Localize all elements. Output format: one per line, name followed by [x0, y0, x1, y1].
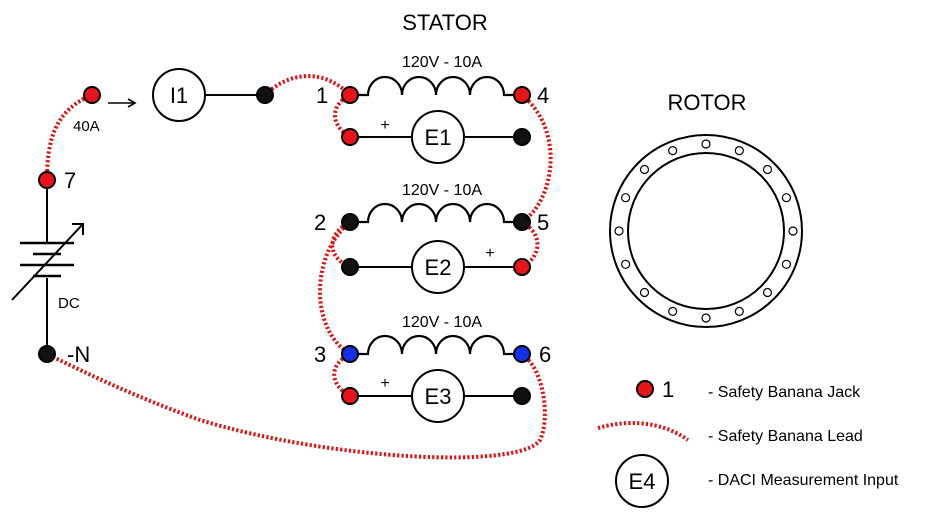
terminal-1-label: 1 — [316, 83, 328, 108]
current-rating: 40A — [73, 118, 100, 135]
jack-e3-minus[interactable] — [513, 387, 531, 405]
lead-2-to-3[interactable] — [318, 220, 352, 356]
terminal-3-label: 3 — [314, 342, 326, 367]
jack-6[interactable] — [513, 345, 531, 363]
jack-7[interactable] — [38, 171, 56, 189]
rotor-bolt — [620, 193, 631, 203]
stator-title: STATOR — [402, 10, 488, 35]
rotor-bolt — [614, 226, 624, 236]
rotor-bolt — [668, 146, 678, 156]
legend-jack-number: 1 — [662, 377, 674, 402]
meter-e1-label: E1 — [425, 125, 452, 150]
lead-7-to-40a[interactable] — [45, 93, 93, 181]
jack-40a[interactable] — [83, 86, 101, 104]
rotor-bolt — [734, 306, 744, 316]
rotor-bolt — [781, 259, 792, 269]
jack-1[interactable] — [341, 86, 359, 104]
jack-e2-minus[interactable] — [341, 258, 359, 276]
coil-1-rating: 120V - 10A — [402, 54, 482, 71]
rotor-bolt — [788, 226, 798, 236]
jack-2[interactable] — [341, 213, 359, 231]
meter-e3[interactable] — [411, 369, 465, 423]
rotor-title: ROTOR — [667, 90, 746, 115]
rotor-bolt — [762, 287, 773, 298]
battery-icon — [20, 241, 74, 278]
rotor-bolt — [701, 139, 711, 149]
jack-e3-plus[interactable] — [341, 387, 359, 405]
terminal-7-label: 7 — [64, 168, 76, 193]
legend-lead-icon — [597, 421, 690, 442]
jack-4[interactable] — [513, 86, 531, 104]
e1-plus: + — [380, 117, 389, 134]
jacks — [38, 86, 531, 405]
meter-e2-label: E2 — [425, 255, 452, 280]
rotor-bolt — [639, 164, 650, 175]
rotor-bolt — [620, 259, 631, 269]
meter-i1[interactable] — [152, 68, 206, 122]
source-branch: DC 40A I1 7 -N — [11, 68, 265, 367]
legend-jack-text: - Safety Banana Jack — [708, 384, 861, 401]
rotor-bolt — [734, 146, 744, 156]
rotor-bolt — [781, 193, 792, 203]
lead-i1-to-1[interactable] — [263, 74, 352, 97]
legend-lead-text: - Safety Banana Lead — [708, 428, 863, 445]
rotor-bolt — [668, 306, 678, 316]
arrow-right-icon — [108, 98, 137, 108]
legend-meter-text: - DACI Measurement Input — [708, 472, 899, 489]
jack-e1-minus[interactable] — [513, 128, 531, 146]
legend: 1 - Safety Banana Jack - Safety Banana L… — [597, 377, 899, 508]
terminal-4-label: 4 — [537, 83, 549, 108]
rotor-bolt — [762, 164, 773, 175]
jack-e1-plus[interactable] — [341, 128, 359, 146]
e3-plus: + — [380, 375, 389, 392]
dc-label: DC — [58, 295, 80, 312]
variable-arrow-icon — [11, 223, 84, 301]
legend-meter-icon — [615, 454, 669, 508]
coil-1 — [350, 75, 522, 97]
jack-5[interactable] — [513, 213, 531, 231]
coil-2-rating: 120V - 10A — [402, 182, 482, 199]
coil-3-rating: 120V - 10A — [402, 314, 482, 331]
meter-e1[interactable] — [411, 110, 465, 164]
legend-jack-icon — [636, 380, 654, 398]
e2-plus: + — [485, 245, 494, 262]
rotor-bolt — [701, 313, 711, 323]
jack-e2-plus[interactable] — [513, 258, 531, 276]
meter-e2[interactable] — [411, 240, 465, 294]
stator: 120V - 10A + E1 1 4 120V - 10A + E2 2 5 … — [314, 54, 551, 423]
jack-3[interactable] — [341, 345, 359, 363]
jack-i1-out[interactable] — [256, 86, 274, 104]
meter-e3-label: E3 — [425, 384, 452, 409]
lead-4-to-5[interactable] — [520, 93, 553, 224]
terminal-5-label: 5 — [537, 210, 549, 235]
rotor-bolt — [639, 287, 650, 298]
rotor-icon — [609, 134, 803, 328]
meter-i1-label: I1 — [170, 83, 188, 108]
jack-n[interactable] — [38, 345, 56, 363]
terminal-2-label: 2 — [314, 210, 326, 235]
coil-3 — [350, 334, 522, 356]
coil-2 — [350, 202, 522, 224]
terminal-n-label: -N — [67, 342, 90, 367]
lead-6-to-n[interactable] — [46, 352, 547, 460]
terminal-6-label: 6 — [539, 342, 551, 367]
legend-meter-label: E4 — [629, 469, 656, 494]
